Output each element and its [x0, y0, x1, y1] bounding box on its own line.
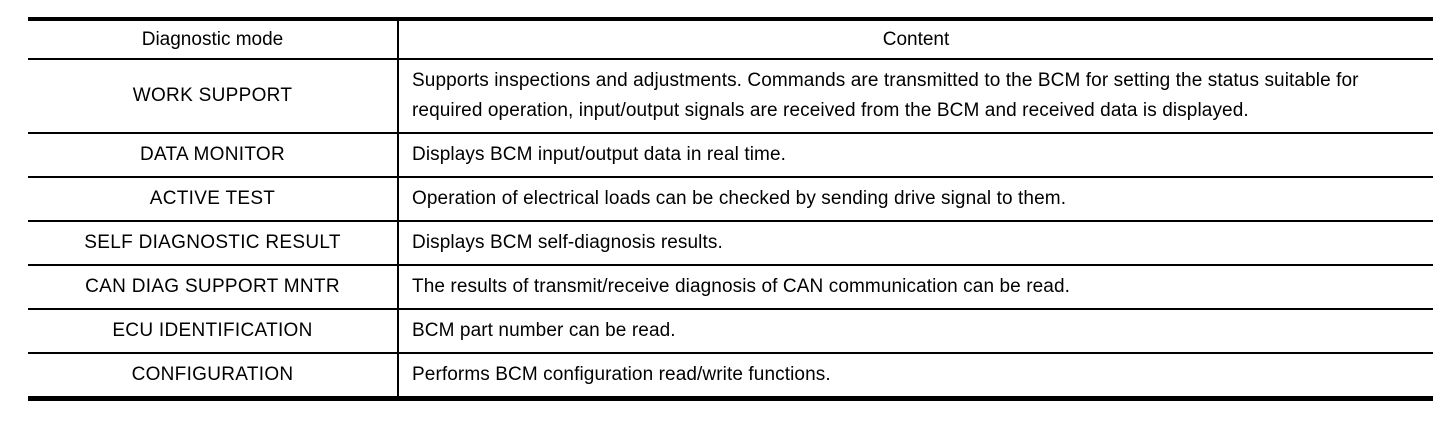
content-cell: Supports inspections and adjustments. Co… [398, 59, 1433, 134]
table-row: CAN DIAG SUPPORT MNTR The results of tra… [28, 265, 1433, 310]
table-row: SELF DIAGNOSTIC RESULT Displays BCM self… [28, 221, 1433, 266]
table-row: DATA MONITOR Displays BCM input/output d… [28, 133, 1433, 178]
diagnostic-mode-cell: CONFIGURATION [28, 353, 399, 399]
content-cell: Displays BCM input/output data in real t… [398, 133, 1433, 178]
content-cell: Displays BCM self-diagnosis results. [398, 221, 1433, 266]
table-row: CONFIGURATION Performs BCM configuration… [28, 353, 1433, 399]
diagnostic-mode-cell: ECU IDENTIFICATION [28, 309, 399, 354]
diagnostic-mode-cell: CAN DIAG SUPPORT MNTR [28, 265, 399, 310]
diagnostic-mode-cell: WORK SUPPORT [28, 59, 399, 134]
content-cell: Performs BCM configuration read/write fu… [398, 353, 1433, 399]
header-row: Diagnostic mode Content [28, 19, 1433, 60]
table-row: ECU IDENTIFICATION BCM part number can b… [28, 309, 1433, 354]
column-header-diagnostic-mode: Diagnostic mode [28, 19, 399, 60]
column-header-content: Content [398, 19, 1433, 60]
table-header: Diagnostic mode Content [28, 19, 1433, 60]
content-cell: Operation of electrical loads can be che… [398, 177, 1433, 222]
diagnostic-modes-table: Diagnostic mode Content WORK SUPPORT Sup… [28, 17, 1433, 401]
content-cell: The results of transmit/receive diagnosi… [398, 265, 1433, 310]
diagnostic-mode-cell: ACTIVE TEST [28, 177, 399, 222]
diagnostic-mode-cell: DATA MONITOR [28, 133, 399, 178]
table-body: WORK SUPPORT Supports inspections and ad… [28, 59, 1433, 399]
diagnostic-mode-cell: SELF DIAGNOSTIC RESULT [28, 221, 399, 266]
table-row: WORK SUPPORT Supports inspections and ad… [28, 59, 1433, 134]
table-row: ACTIVE TEST Operation of electrical load… [28, 177, 1433, 222]
content-cell: BCM part number can be read. [398, 309, 1433, 354]
